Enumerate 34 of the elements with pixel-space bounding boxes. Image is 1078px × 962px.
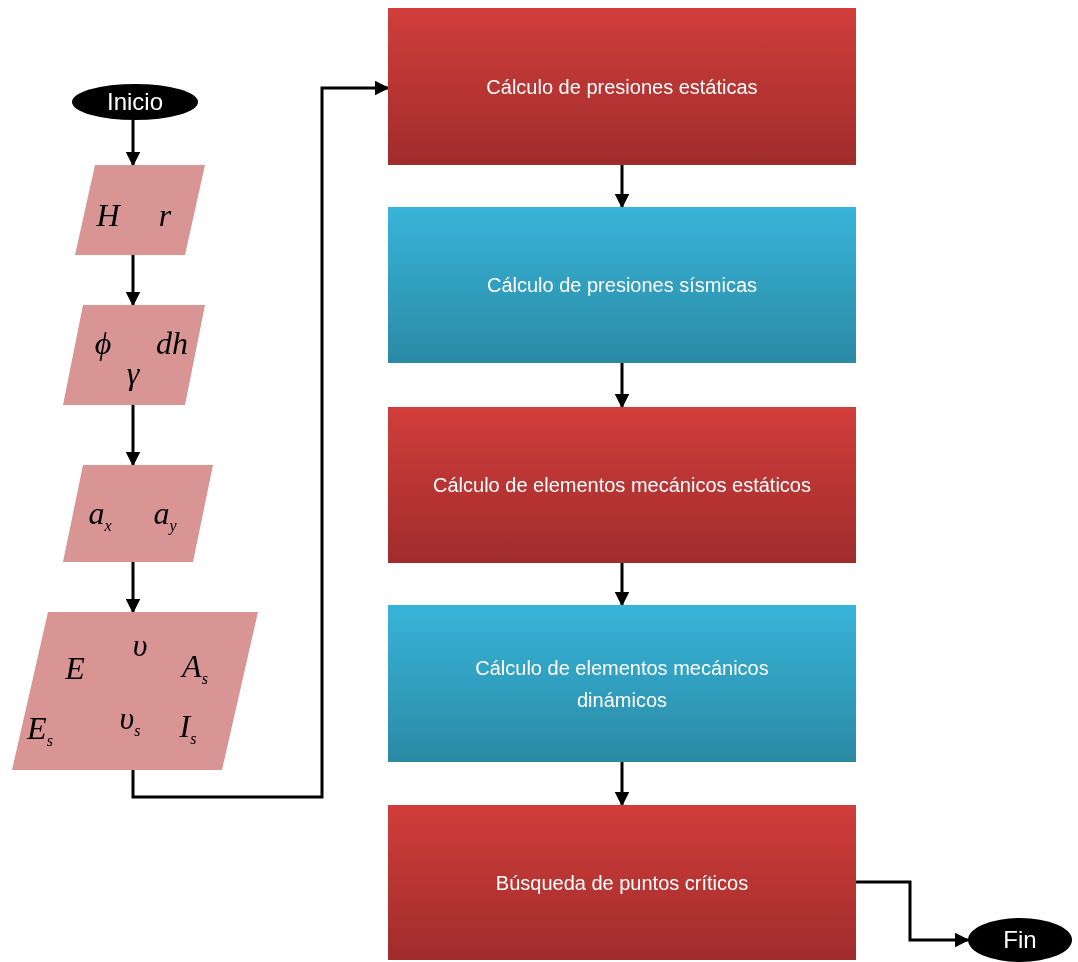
input-parallelogram [12, 612, 258, 770]
arrow [614, 563, 630, 607]
arrow [614, 762, 630, 807]
math-symbol: E [65, 649, 85, 687]
arrow [856, 880, 970, 948]
arrow [125, 562, 141, 614]
process-box: Cálculo de elementos mecánicos estáticos [388, 407, 856, 563]
input-parallelogram [63, 305, 205, 405]
arrow [614, 165, 630, 209]
arrow [125, 255, 141, 307]
process-box: Cálculo de elementos mecánicos dinámicos [388, 605, 856, 762]
terminal-oval: Fin [968, 918, 1072, 962]
input-parallelogram [75, 165, 205, 255]
math-symbol: r [158, 196, 172, 234]
math-symbol: E$_{s}$ [27, 709, 53, 751]
arrow [614, 363, 630, 409]
process-box: Cálculo de presiones estáticas [388, 8, 856, 165]
process-box: Búsqueda de puntos críticos [388, 805, 856, 960]
math-symbol: dh [156, 324, 188, 362]
arrow [125, 120, 141, 167]
terminal-oval: Inicio [72, 84, 198, 120]
math-symbol: H [96, 196, 120, 234]
math-symbol: γ [126, 354, 140, 392]
math-symbol: a$_{y}$ [153, 494, 177, 536]
process-box: Cálculo de presiones sísmicas [388, 207, 856, 363]
arrow [131, 80, 390, 799]
math-symbol: a$_{x}$ [88, 494, 112, 536]
math-symbol: υ [132, 626, 148, 664]
math-symbol: I$_{s}$ [179, 707, 197, 749]
arrow [125, 405, 141, 467]
math-symbol: υ$_{s}$ [119, 699, 141, 741]
math-symbol: ϕ [94, 324, 112, 362]
input-parallelogram [63, 465, 213, 562]
math-symbol: A$_{s}$ [182, 647, 208, 689]
